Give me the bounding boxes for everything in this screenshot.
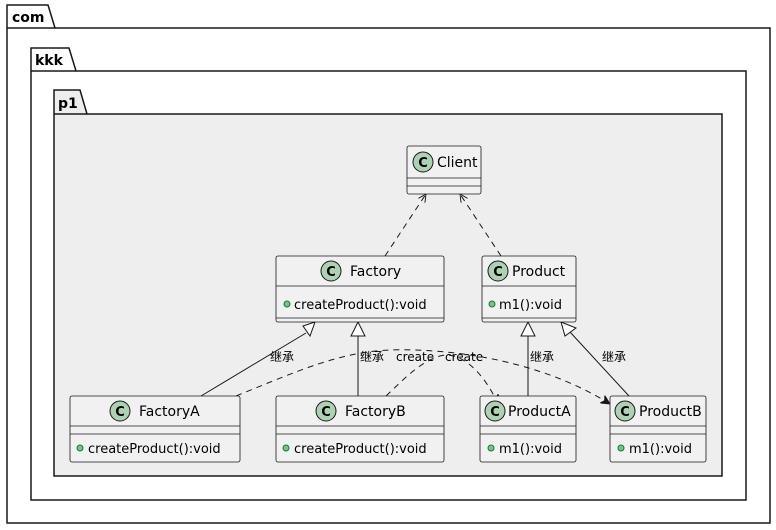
- class-product-name: Product: [512, 264, 566, 280]
- svg-text:C: C: [490, 405, 500, 420]
- edge-factory-to-client: [384, 194, 426, 257]
- svg-text:C: C: [321, 405, 331, 420]
- class-icon: C: [320, 260, 342, 282]
- class-factory-member: createProduct():void: [294, 298, 427, 313]
- class-icon: C: [109, 400, 131, 422]
- class-factoryA[interactable]: C FactoryA createProduct():void: [69, 395, 241, 463]
- class-productA[interactable]: C ProductA m1():void: [479, 395, 577, 463]
- public-visibility-icon: [487, 444, 495, 452]
- package-com-label: com: [12, 10, 45, 26]
- class-icon: C: [487, 260, 509, 282]
- edge-label-factoryA-inherit: 继承: [270, 350, 294, 364]
- svg-text:C: C: [115, 405, 125, 420]
- class-factoryA-member: createProduct():void: [88, 442, 221, 457]
- edge-label-factoryB-inherit: 继承: [360, 350, 384, 364]
- class-productB-member: m1():void: [629, 442, 692, 457]
- class-icon: C: [412, 151, 434, 173]
- class-productA-name: ProductA: [508, 404, 571, 420]
- class-icon: C: [614, 400, 636, 422]
- edge-label-productB-inherit: 继承: [602, 350, 626, 364]
- class-icon: C: [315, 400, 337, 422]
- public-visibility-icon: [282, 444, 290, 452]
- package-kkk-label: kkk: [35, 53, 64, 69]
- class-productB[interactable]: C ProductB m1():void: [609, 395, 707, 463]
- edge-productB-inherits-product: 继承: [560, 321, 630, 397]
- public-visibility-icon: [488, 300, 496, 308]
- edge-factoryA-inherits-factory: 继承: [200, 321, 316, 397]
- package-p1-label: p1: [58, 96, 78, 112]
- class-factory-name: Factory: [350, 264, 401, 280]
- edge-factoryA-creates-productB: create: [235, 349, 610, 404]
- class-icon: C: [484, 400, 506, 422]
- svg-text:C: C: [418, 156, 428, 171]
- class-factoryB-name: FactoryB: [345, 404, 406, 420]
- class-productB-name: ProductB: [639, 404, 702, 420]
- class-productA-member: m1():void: [499, 442, 562, 457]
- class-factoryA-name: FactoryA: [139, 404, 200, 420]
- class-product-member: m1():void: [499, 298, 562, 313]
- svg-text:C: C: [493, 265, 503, 280]
- edge-label-factoryB-create: create: [396, 350, 434, 364]
- public-visibility-icon: [76, 444, 84, 452]
- class-client[interactable]: C Client: [406, 145, 482, 195]
- class-client-name: Client: [437, 155, 478, 171]
- edge-productA-inherits-product: 继承: [520, 320, 554, 396]
- edge-product-to-client: [460, 194, 502, 257]
- svg-text:C: C: [620, 405, 630, 420]
- svg-text:C: C: [326, 265, 336, 280]
- edge-factoryB-inherits-factory: 继承: [350, 320, 384, 396]
- edge-label-productA-inherit: 继承: [530, 350, 554, 364]
- class-factoryB-member: createProduct():void: [294, 442, 427, 457]
- edge-label-factoryA-create: create: [445, 350, 483, 364]
- class-factoryB[interactable]: C FactoryB createProduct():void: [275, 395, 445, 463]
- public-visibility-icon: [617, 444, 625, 452]
- class-factory[interactable]: C Factory createProduct():void: [275, 255, 445, 323]
- edge-factoryB-creates-productA: create: [385, 350, 498, 404]
- class-product[interactable]: C Product m1():void: [481, 255, 577, 323]
- public-visibility-icon: [283, 300, 291, 308]
